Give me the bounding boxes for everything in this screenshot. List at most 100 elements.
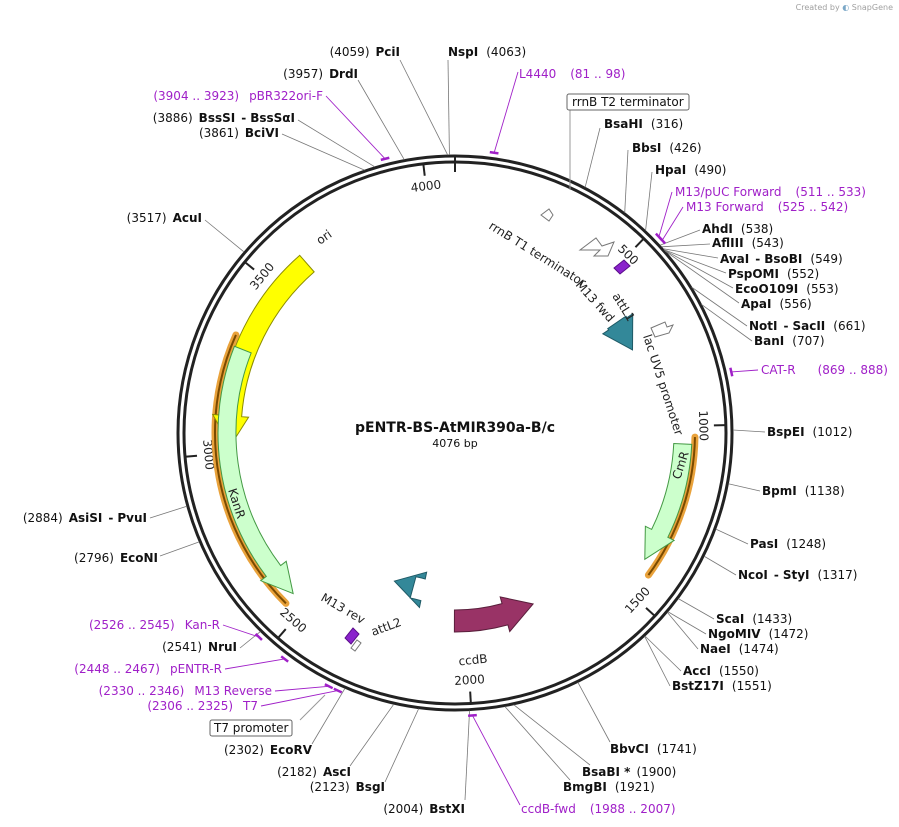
site-ncoi: NcoI-StyI(1317)	[738, 568, 857, 582]
site-leader-line	[701, 304, 753, 342]
tick-mark	[277, 628, 287, 639]
site-leader-line	[691, 286, 748, 327]
plasmid-length: 4076 bp	[432, 437, 477, 450]
site-leader-line	[644, 636, 671, 687]
primer-leader-line	[661, 206, 684, 241]
primer-binding-mark	[254, 632, 263, 641]
tick-mark	[469, 691, 472, 704]
primer-ccdb-fwd: ccdB-fwd(1988 .. 2007)	[521, 802, 676, 816]
tick-mark	[634, 237, 645, 248]
tick-label: 1000	[696, 410, 711, 441]
t7-promoter-icon	[350, 639, 362, 652]
site-leader-line	[667, 611, 707, 635]
site-leader-line	[447, 59, 450, 156]
tick-label: 4000	[410, 177, 442, 194]
site-bpmi: BpmI(1138)	[762, 484, 845, 498]
site-ecorv: (2302)EcoRV	[224, 743, 313, 757]
primer-binding-mark	[333, 687, 343, 694]
site-acui: (3517)AcuI	[127, 211, 202, 225]
site-leader-line	[645, 171, 653, 231]
site-bmgbi: BmgBI(1921)	[563, 780, 655, 794]
site-leader-line	[667, 612, 699, 650]
site-asisi: (2884)AsiSI-PvuI	[23, 511, 147, 525]
site-leader-line	[399, 59, 449, 156]
site-leader-line	[577, 682, 611, 743]
site-naei: NaeI(1474)	[700, 642, 779, 656]
site-asci: (2182)AscI	[277, 765, 351, 779]
primer-binding-mark	[280, 655, 289, 663]
site-nrui: (2541)NruI	[162, 640, 237, 654]
primer-m13-puc-forward: M13/pUC Forward(511 .. 533)	[675, 185, 866, 199]
site-ngomiv: NgoMIV(1472)	[708, 627, 808, 641]
site-leader-line	[357, 79, 405, 160]
site-ecoo109i: EcoO109I(553)	[735, 282, 839, 296]
primer-binding-mark	[380, 156, 390, 162]
primer-t7: (2306 .. 2325)T7	[147, 699, 258, 713]
primer-binding-mark	[489, 150, 499, 155]
lac-uv5-promoter-icon	[650, 321, 674, 338]
feature-arrow-attl1	[601, 312, 634, 351]
kanr-brown-line	[214, 334, 287, 605]
attl2-label: attL2	[369, 615, 403, 639]
site-leader-line	[659, 229, 701, 246]
created-by-text: Created by	[795, 3, 840, 12]
primer-binding-mark	[468, 713, 477, 717]
feature-arrow-attl2	[393, 571, 428, 609]
ccdb-label: ccdB	[458, 652, 488, 669]
m13-fwd-label: M13 fwd	[573, 278, 617, 325]
site-leader-line	[644, 635, 682, 672]
primer-pbr322ori-f: (3904 .. 3923)pBR322ori-F	[153, 89, 323, 103]
site-avai: AvaI-BsoBI(549)	[720, 252, 843, 266]
primer-leader-line	[472, 715, 521, 806]
site-bani: BanI(707)	[754, 334, 825, 348]
primer-leader-line	[224, 658, 285, 670]
primer-leader-line	[222, 624, 259, 638]
feature-arrow-cmr	[644, 442, 693, 561]
site-bspei: BspEI(1012)	[767, 425, 852, 439]
site-bsabi: BsaBI *(1900)	[582, 765, 676, 779]
site-apai: ApaI(556)	[741, 297, 812, 311]
site-leader-line	[349, 703, 395, 767]
site-econi: (2796)EcoNI	[74, 551, 158, 565]
feature-arrows	[211, 254, 699, 633]
m13-fwd-marker-icon	[613, 259, 631, 275]
site-nspi: NspI(4063)	[448, 45, 526, 59]
site-leader-line	[661, 243, 711, 248]
primer-m13-forward: M13 Forward(525 .. 542)	[686, 200, 848, 214]
site-pasi: PasI(1248)	[750, 537, 826, 551]
site-bsssi: (3886)BssSI-BssSαI	[153, 111, 295, 125]
snapgene-app-name: SnapGene	[851, 3, 893, 12]
m13-rev-marker-icon	[344, 627, 360, 645]
snapgene-credit: Created by ◐ SnapGene	[796, 3, 893, 12]
primer-leader-line	[325, 95, 386, 160]
site-leader-line	[513, 704, 591, 766]
feature-arrow-ccdb	[453, 596, 535, 633]
restriction-site-labels: (4059)PciI NspI(4063) (3957)DrdI (3886)B…	[23, 45, 866, 816]
site-leader-line	[384, 708, 420, 783]
site-leader-line	[703, 555, 737, 576]
site-bbsi: BbsI(426)	[632, 141, 702, 155]
t7-promoter-callout	[299, 694, 326, 721]
primer-leader-line	[260, 690, 338, 707]
tick-label: 2000	[454, 672, 485, 688]
primer-binding-mark	[729, 367, 734, 377]
site-leader-line	[728, 483, 761, 492]
primer-kan-r: (2526 .. 2545)Kan-R	[89, 618, 220, 632]
primer-binding-mark	[658, 236, 667, 245]
site-bstz17i: BstZ17I(1551)	[672, 679, 772, 693]
snapgene-logo-icon: ◐	[842, 3, 850, 12]
primer-cat-r: CAT-R(869 .. 888)	[761, 363, 888, 377]
site-leader-line	[297, 119, 375, 168]
small-feature-glyphs	[299, 108, 674, 721]
site-bstxi: (2004)BstXI	[383, 802, 465, 816]
site-noti: NotI-SacII(661)	[749, 319, 866, 333]
tick-mark	[244, 261, 255, 271]
site-leader-line	[149, 505, 187, 519]
lac-uv5-promoter-label: lac UV5 promoter	[640, 333, 686, 437]
site-leader-line	[732, 429, 766, 433]
plasmid-name: pENTR-BS-AtMIR390a-B/c	[355, 420, 555, 436]
site-leader-line	[664, 250, 740, 304]
site-leader-line	[281, 133, 365, 171]
t7-promoter-box-frame	[209, 719, 293, 737]
